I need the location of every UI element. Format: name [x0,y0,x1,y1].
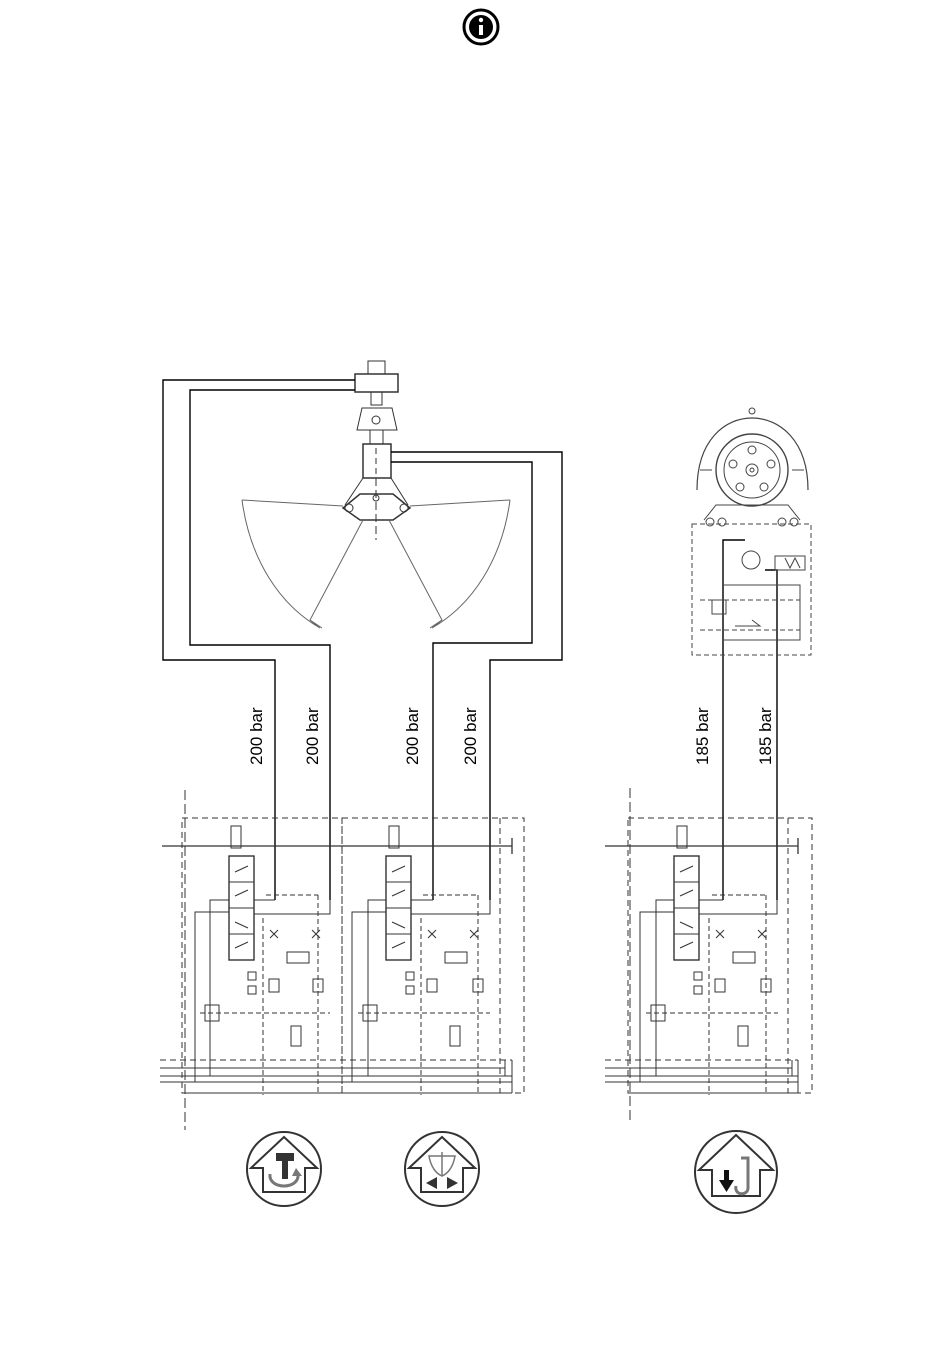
pressure-label-rotator-a: 200 bar [247,707,266,765]
pressure-label-rotator-b: 200 bar [303,707,322,765]
hook-winch-lower-icon [695,1131,777,1213]
control-valve-bank-left [160,790,524,1130]
winch-assembly [692,408,811,655]
grab-open-close-icon [405,1132,479,1206]
hydraulic-hoses [163,380,777,900]
pressure-label-winch-a: 185 bar [693,707,712,765]
grab-assembly [242,361,510,628]
rotator-rotation-icon [247,1132,321,1206]
spool-valve-grab [352,826,490,1095]
pressure-label-grab-b: 200 bar [461,707,480,765]
pressure-label-grab-a: 200 bar [403,707,422,765]
control-valve-bank-right [605,788,812,1120]
pressure-label-winch-b: 185 bar [756,707,775,765]
info-icon [464,10,498,44]
spool-valve-rotator [195,826,330,1095]
